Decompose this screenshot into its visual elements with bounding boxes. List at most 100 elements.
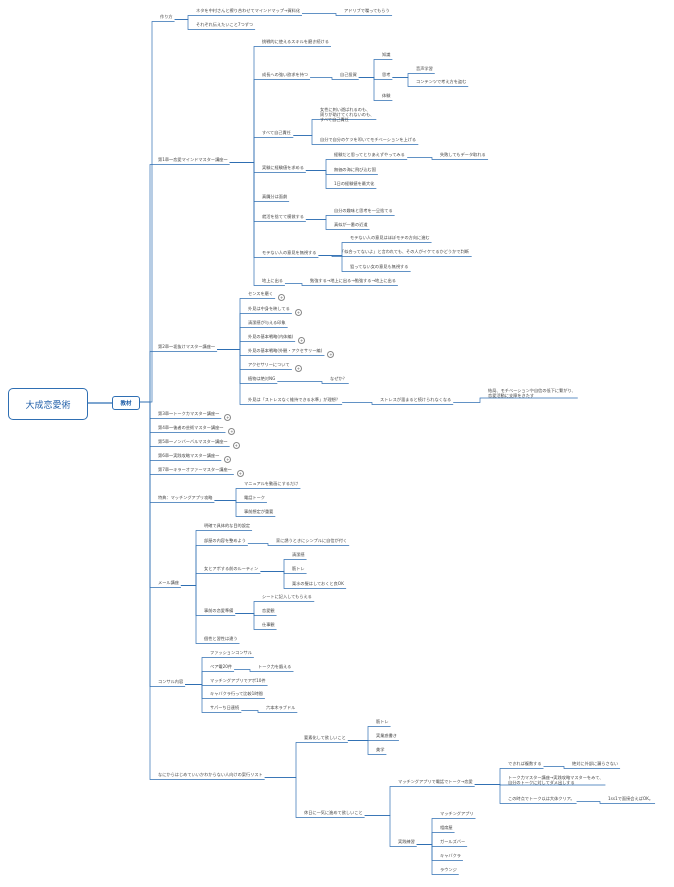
mindmap-node[interactable]: 第6章〜実践攻略マスター講座〜: [158, 453, 220, 458]
mindmap-node[interactable]: 自分の趣味と思考を一旦捨てる: [334, 208, 393, 213]
mindmap-node[interactable]: 部屋の内容を整めよう: [204, 538, 246, 543]
mindmap-node[interactable]: 就活を捨てて模倣する: [262, 214, 304, 219]
mindmap-node[interactable]: 音声学習: [416, 66, 433, 71]
mindmap-node[interactable]: マッチングアプリでアポ10件: [210, 678, 266, 683]
mindmap-node[interactable]: センスを磨く: [248, 291, 274, 296]
mindmap-node[interactable]: 挑戦的に使えるスキルを磨き続ける: [262, 39, 329, 44]
mindmap-node[interactable]: 筋トレ: [376, 719, 389, 724]
mindmap-node[interactable]: 真贋分は面劇: [262, 194, 288, 199]
expand-toggle-icon[interactable]: +: [224, 413, 232, 421]
mindmap-node[interactable]: 事前の恋愛準備: [204, 608, 234, 613]
mindmap-node[interactable]: 外見の基本戦略(外観・アクセサリー編): [248, 348, 323, 353]
mindmap-node[interactable]: 狙ってない女の意見も無視する: [350, 264, 409, 269]
branch-node-kyozai[interactable]: 教材: [112, 396, 140, 410]
expand-toggle-icon[interactable]: +: [298, 336, 306, 344]
mindmap-node[interactable]: 第3章〜トークカマスター講座〜: [158, 411, 220, 416]
expand-toggle-icon[interactable]: +: [232, 441, 240, 449]
expand-toggle-icon[interactable]: +: [228, 427, 236, 435]
mindmap-node[interactable]: 無価の海に飛び込む国: [334, 167, 376, 172]
mindmap-node[interactable]: ストレスが溜まると続けられなくなる: [380, 397, 452, 402]
mindmap-node[interactable]: モテない人の意見を無視する: [262, 250, 317, 255]
mindmap-node[interactable]: 1日の経験値を最大化: [334, 181, 375, 186]
expand-toggle-icon[interactable]: +: [278, 293, 286, 301]
mindmap-node[interactable]: 結局、モチベーションや自信の低下に繋がり、 恋愛活動に支障をきたす: [488, 388, 576, 398]
mindmap-node[interactable]: コンテンツで考え方を盗む: [416, 79, 467, 84]
mindmap-node[interactable]: 恋愛観: [262, 608, 275, 613]
mindmap-node[interactable]: 植物は絶対NG: [248, 376, 276, 381]
mindmap-node[interactable]: トーク力を鍛える: [258, 664, 292, 669]
mindmap-node[interactable]: 外見は中身を映してる: [248, 306, 290, 311]
mindmap-node[interactable]: 休日に一気に進めて欲しいこと: [304, 810, 363, 815]
mindmap-node[interactable]: 外見の基本戦略(内体編): [248, 334, 294, 339]
mindmap-node[interactable]: キャバクラ: [440, 853, 461, 858]
expand-toggle-icon[interactable]: +: [236, 469, 244, 477]
mindmap-node[interactable]: モテない人の意見はほぼモテの方向に進む: [350, 235, 430, 240]
mindmap-node[interactable]: 経験だと思ってとりあえずやってみる: [334, 152, 405, 157]
mindmap-node[interactable]: それぞれ伝えたいこと7つずつ: [196, 22, 254, 27]
mindmap-node[interactable]: ガールズバー: [440, 839, 466, 844]
mindmap-node[interactable]: 「似合ってないよ」と言われても、その人がイケてるかどうかで判断: [340, 249, 469, 254]
mindmap-node[interactable]: 実践練習: [398, 839, 415, 844]
mindmap-node[interactable]: 筋トレ: [292, 566, 305, 571]
mindmap-node[interactable]: サパーち日連続: [210, 705, 240, 710]
mindmap-node[interactable]: 自己投資: [340, 72, 357, 77]
mindmap-node[interactable]: 女とアポする前のルーティン: [204, 566, 259, 571]
mindmap-node[interactable]: キャバクラ行って比較1時間: [210, 691, 263, 696]
mindmap-node[interactable]: ペア電20件: [210, 664, 233, 669]
mindmap-node[interactable]: マッチングアプリ: [440, 811, 474, 816]
mindmap-node[interactable]: アクセサリーについて: [248, 362, 290, 367]
mindmap-node[interactable]: 体験: [382, 93, 391, 98]
mindmap-node[interactable]: 失敗してもデータ取れる: [440, 152, 486, 157]
mindmap-node[interactable]: 清潔感が与える印象: [248, 320, 286, 325]
mindmap-node[interactable]: すべて自己責任: [262, 130, 291, 135]
mindmap-node[interactable]: 栗水の髪はしておくと良OK: [292, 581, 344, 586]
mindmap-node[interactable]: 第5章〜ノンバーバルマスター講座〜: [158, 439, 228, 444]
mindmap-node[interactable]: 真似が一番の近道: [334, 222, 368, 227]
mindmap-node[interactable]: 自分で自分のケツを叩いてモチベーションを上げる: [320, 137, 417, 142]
mindmap-node[interactable]: マッチングアプリで電話でトーク→恋愛: [398, 779, 473, 784]
mindmap-node[interactable]: 第7章〜キラーオファーマスター講座〜: [158, 467, 232, 472]
mindmap-node[interactable]: 清潔感: [292, 552, 305, 557]
mindmap-node[interactable]: 地上に出る: [262, 278, 283, 283]
mindmap-node[interactable]: この時点でトーク以は大体クリア。: [508, 796, 575, 801]
mindmap-node[interactable]: メール講座: [158, 580, 179, 585]
mindmap-node[interactable]: 第1章〜恋愛マインドマスター講座〜: [158, 157, 228, 162]
mindmap-node[interactable]: 実業惑書き: [376, 733, 397, 738]
mindmap-node[interactable]: 作り方: [160, 14, 173, 19]
mindmap-node[interactable]: ファッションコンサル: [210, 650, 252, 655]
mindmap-node[interactable]: 相席屋: [440, 825, 453, 830]
mindmap-node[interactable]: ネタを中村さんと擦り合わせてマインドマップ→資料化: [196, 8, 301, 13]
mindmap-node[interactable]: 勉強する→地上に出る→勉強する→地上に出る: [310, 278, 396, 283]
mindmap-node[interactable]: トーク力マスター講座→実践攻略マスターをみて、 自分のトークに対してダメ出しする: [508, 775, 604, 785]
mindmap-node[interactable]: マニュアルを動画にするだけ: [244, 481, 299, 486]
mindmap-node[interactable]: 特典：マッチングアプリ攻略: [158, 495, 213, 500]
root-node[interactable]: 大成恋愛術: [8, 388, 88, 420]
mindmap-node[interactable]: 家に誘うときにシンプルに自信が付く: [276, 538, 348, 543]
mindmap-node[interactable]: 第2章〜垢抜けマスター講座〜: [158, 344, 216, 349]
mindmap-node[interactable]: なぜか？: [330, 376, 347, 381]
mindmap-node[interactable]: 絶対に外部に漏らさない: [572, 761, 619, 766]
mindmap-node[interactable]: 電話トーク: [244, 495, 265, 500]
mindmap-node[interactable]: 知識: [382, 52, 391, 57]
mindmap-node[interactable]: なにからはじめていいかわからない人向けの案行リスト: [158, 772, 263, 777]
mindmap-node[interactable]: 思考: [382, 72, 391, 77]
expand-toggle-icon[interactable]: +: [327, 350, 335, 358]
mindmap-node[interactable]: できれば複数する: [508, 761, 542, 766]
mindmap-node[interactable]: 事前想定が重要: [244, 509, 274, 514]
mindmap-node[interactable]: 1ss1で面接会えばOK。: [608, 796, 654, 801]
expand-toggle-icon[interactable]: +: [294, 308, 302, 316]
mindmap-node[interactable]: 第4章〜後者の芸術マスター講座〜: [158, 425, 224, 430]
mindmap-node[interactable]: 成長への強い欲求を持つ: [262, 72, 309, 77]
mindmap-node[interactable]: 仕事観: [262, 622, 275, 627]
mindmap-node[interactable]: 外見は「ストレスなく維持できる水準」が理想？: [248, 397, 341, 402]
mindmap-node[interactable]: 六本木ラブドル: [266, 705, 296, 710]
expand-toggle-icon[interactable]: +: [224, 455, 232, 463]
mindmap-node[interactable]: アドリブで喋ってもらう: [344, 8, 390, 13]
mindmap-node[interactable]: 女性に刺い遊ばれるのも、 周りが助けてくれないのも、 すべて自己責任: [320, 107, 375, 122]
expand-toggle-icon[interactable]: +: [294, 364, 302, 372]
mindmap-node[interactable]: 美学: [376, 747, 385, 752]
mindmap-node[interactable]: 個性と習性は違う: [204, 636, 238, 641]
mindmap-node[interactable]: 実験に経験値を求める: [262, 165, 304, 170]
mindmap-node[interactable]: 要素化して欲しいこと: [304, 735, 346, 740]
mindmap-node[interactable]: 明確で具体的な目的設定: [204, 523, 251, 528]
